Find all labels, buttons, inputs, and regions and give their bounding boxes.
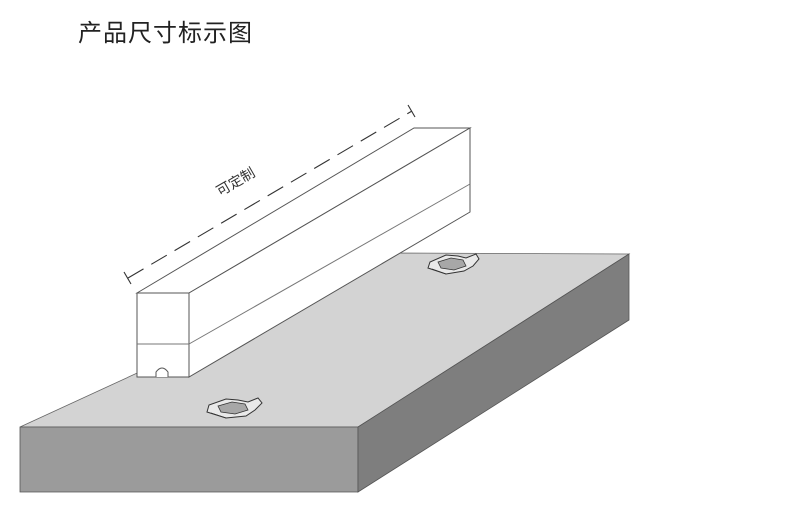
mounting-clip-back xyxy=(427,253,480,275)
dimension-tick-end xyxy=(407,104,416,118)
mounting-clip-front xyxy=(206,397,263,419)
dimension-line xyxy=(127,110,413,279)
profile-side-groove-line xyxy=(188,183,471,345)
page-title: 产品尺寸标示图 xyxy=(78,19,253,47)
led-profile-bar xyxy=(135,127,472,378)
dimension-tick-start xyxy=(123,271,132,285)
slab-side-face xyxy=(357,253,630,493)
profile-end-face xyxy=(136,292,190,378)
dimension-label: 可定制 xyxy=(214,165,258,200)
profile-cable-notch xyxy=(155,367,169,377)
slab-front-face xyxy=(19,426,359,493)
mounting-slab xyxy=(19,252,631,493)
